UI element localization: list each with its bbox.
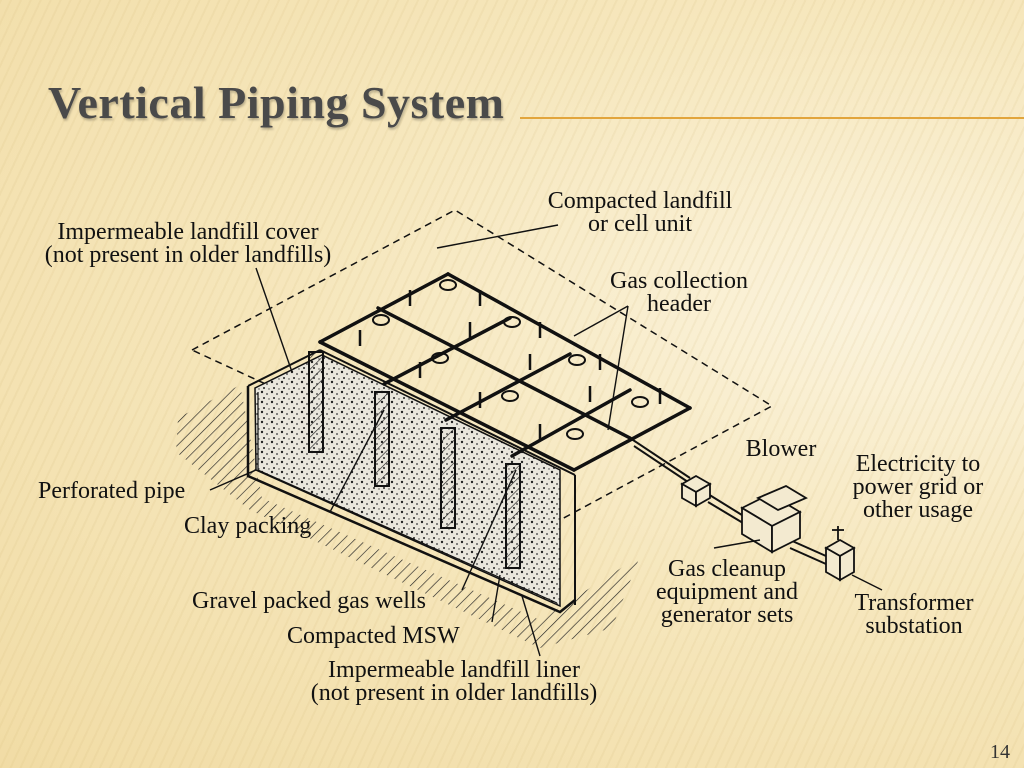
label-gas-collection-header: Gas collection header: [610, 268, 748, 317]
gas-well-4: [505, 463, 521, 569]
label-blower: Blower: [745, 436, 817, 462]
label-impermeable-liner: Impermeable landfill liner (not present …: [310, 657, 598, 706]
cell-front-edge: [319, 349, 576, 476]
generator-sets: [740, 484, 808, 554]
label-gas-cleanup: Gas cleanup equipment and generator sets: [656, 556, 798, 628]
blower: [680, 474, 712, 508]
gas-well-2: [374, 391, 390, 487]
landfill-liner: [246, 386, 576, 614]
gas-wells: [308, 351, 521, 569]
label-gravel-wells: Gravel packed gas wells: [192, 588, 426, 614]
header-risers: [358, 290, 662, 440]
leader-lines: [209, 224, 883, 657]
slide-title: Vertical Piping System: [48, 77, 505, 128]
page-number: 14: [990, 741, 1010, 763]
transformer-substation: [824, 526, 856, 582]
label-perforated-pipe: Perforated pipe: [38, 478, 186, 504]
label-clay-packing: Clay packing: [184, 513, 312, 539]
well-heads: [372, 279, 649, 440]
label-transformer: Transformer substation: [854, 590, 974, 639]
ground-hatching: [176, 385, 640, 648]
gas-well-3: [440, 427, 456, 529]
title-underline: [520, 117, 1024, 119]
label-impermeable-cover: Impermeable landfill cover (not present …: [44, 219, 332, 268]
label-compacted-msw: Compacted MSW: [287, 623, 460, 649]
label-compacted-landfill: Compacted landfill or cell unit: [547, 188, 733, 237]
label-electricity: Electricity to power grid or other usage: [852, 451, 984, 523]
liner-inner: [257, 392, 558, 604]
gas-well-1: [308, 351, 324, 453]
